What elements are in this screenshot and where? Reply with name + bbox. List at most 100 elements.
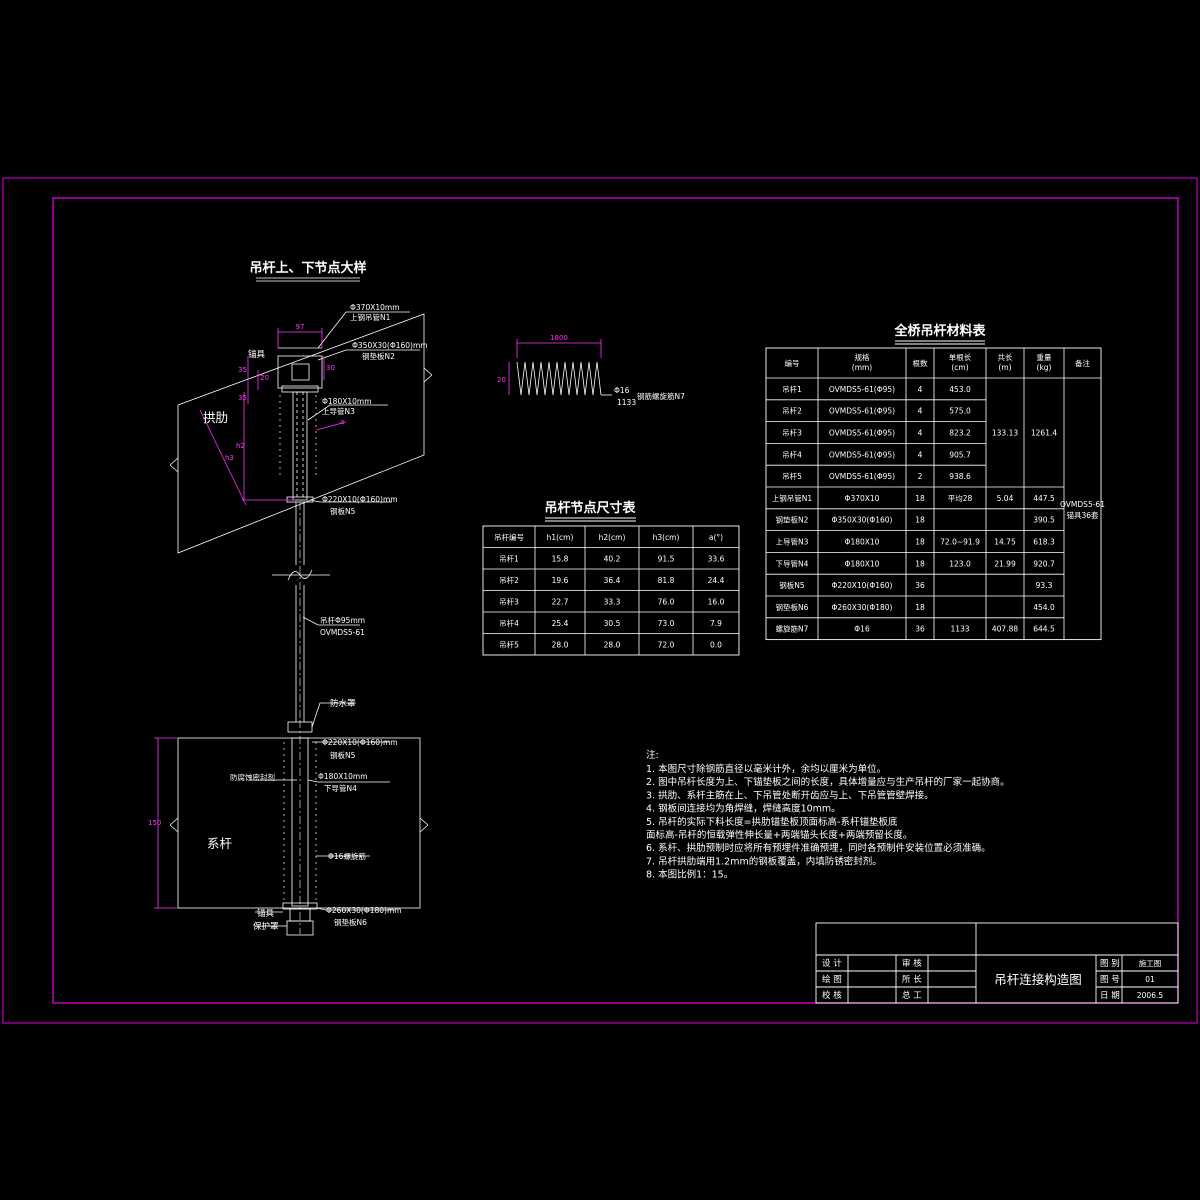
title-block-text: 设 计 审 核 绘 图 所 长 校 核 总 工 吊杆连接构造图 图 别 施工图 … (822, 958, 1163, 1001)
material-table-cell: 1133 (950, 625, 969, 634)
material-table-cell: 21.99 (994, 559, 1016, 568)
material-table-cell: Φ16 (854, 625, 870, 634)
material-table-cell: OVMDS5-61(Φ95) (829, 429, 895, 438)
node-table-cell: 76.0 (658, 597, 675, 606)
title-block (815, 922, 1179, 1004)
dim-20: 20 (260, 374, 269, 382)
label-anchor-bottom: 锚具 (257, 908, 275, 919)
node-table-header: h1(cm) (547, 533, 574, 542)
dim-h3: h3 (225, 454, 234, 462)
material-table-cell: 吊杆1 (782, 384, 802, 394)
dim-35a: 35 (238, 366, 247, 374)
tb-scale-value: 施工图 (1139, 958, 1162, 968)
spiral-dims (508, 339, 602, 395)
tb-scale-label: 图 别 (1100, 959, 1120, 969)
dim-h2: h2 (236, 442, 245, 450)
tb-date-label: 日 期 (1100, 991, 1120, 1001)
node-table-cell: 吊杆1 (499, 553, 519, 563)
label-plate-bottom-name: 钢垫板N6 (334, 917, 367, 927)
material-table-cell: 453.0 (949, 385, 971, 394)
material-table-header: 重量(kg) (1037, 353, 1053, 372)
node-table-cell: 30.5 (604, 619, 621, 628)
tb-draw: 绘 图 (822, 974, 842, 985)
material-table-cell: 905.7 (949, 450, 971, 459)
material-table-title: 全桥吊杆材料表 (893, 323, 986, 339)
material-table-header: 根数 (913, 358, 928, 368)
material-table-cell: 吊杆5 (782, 471, 802, 481)
material-table-cell: 4 (918, 385, 923, 394)
material-table-cell: 920.7 (1033, 559, 1055, 568)
label-plate-top-name: 钢垫板N2 (362, 351, 395, 361)
node-table-cell: 73.0 (658, 619, 675, 628)
material-table-cell: Φ260X30(Φ180) (832, 603, 893, 612)
material-table-cell: 93.3 (1036, 581, 1053, 590)
material-table-cell: 18 (915, 538, 925, 547)
label-arch-rib: 拱肋 (203, 410, 228, 425)
node-table-header: h2(cm) (599, 533, 626, 542)
node-table-cell: 81.8 (658, 576, 675, 585)
node-table-cell: 吊杆3 (499, 596, 519, 606)
label-lower-guide: Φ180X10mm (318, 772, 368, 781)
note-item: 1. 本图尺寸除钢筋直径以毫米计外，余均以厘米为单位。 (646, 763, 886, 775)
material-table-cell: 钢板N5 (779, 580, 805, 590)
material-table-cell: 644.5 (1033, 625, 1055, 634)
material-table-cell: 618.3 (1033, 538, 1055, 547)
label-anchor: 锚具 (248, 349, 266, 360)
spiral-len: 1800 (550, 334, 568, 342)
material-table-cell: 上导管N3 (776, 537, 809, 547)
outer-frame (2, 177, 1198, 1024)
protective-cap (286, 920, 314, 936)
material-table-header: 共长(m) (998, 352, 1013, 372)
node-table-cell: 7.9 (710, 619, 722, 628)
node-table-header: 吊杆编号 (494, 532, 524, 542)
material-table-cell: Φ220X10(Φ160) (832, 581, 893, 590)
material-table-cell: 454.0 (1033, 603, 1055, 612)
label-plate-bottom: Φ260X30(Φ180)mm (326, 906, 402, 915)
material-table-cell: 823.2 (949, 429, 971, 438)
node-table-cell: 28.0 (552, 640, 569, 649)
upper-guide-n3 (292, 391, 308, 501)
material-table-cell: OVMDS5-61(Φ95) (829, 407, 895, 416)
material-table-cell: 447.5 (1033, 494, 1055, 503)
dimensions (154, 328, 347, 909)
material-table-cell: Φ370X10 (845, 494, 880, 503)
node-table-cell: 72.0 (658, 640, 675, 649)
node-table-cell: 16.0 (708, 597, 725, 606)
tb-approve: 总 工 (902, 990, 922, 1001)
material-table-cell: OVMDS5-61(Φ95) (829, 450, 895, 459)
node-table-cell: 0.0 (710, 640, 722, 649)
note-item: 8. 本图比例1：15。 (646, 869, 733, 881)
material-table-cell: 钢垫板N6 (776, 602, 809, 612)
material-table-cell: 36 (915, 625, 925, 634)
material-table-cell: 2 (918, 472, 923, 481)
node-table-cell: 28.0 (604, 640, 621, 649)
tb-date-value: 2006.5 (1137, 991, 1163, 1000)
material-table-cell: 407.88 (992, 625, 1018, 634)
material-table-cell: 575.0 (949, 407, 971, 416)
material-table-cell: 18 (915, 516, 925, 525)
dim-97: 97 (296, 323, 305, 331)
node-table-cell: 33.6 (708, 554, 725, 563)
note-item: 5. 吊杆的实际下料长度=拱肋锚垫板顶面标高-系杆锚垫板底 (646, 816, 898, 828)
material-table-cell: 吊杆3 (782, 428, 802, 438)
label-hanger-model: OVMDS5-61 (320, 628, 365, 637)
inner-frame (52, 197, 1179, 1004)
material-table-cell: 36 (915, 581, 925, 590)
material-table-header: 单根长(cm) (949, 352, 972, 372)
spiral-detail (516, 361, 612, 396)
label-plate3: Φ220X10(Φ160)mm (322, 495, 398, 504)
node-table-cell: 40.2 (604, 554, 621, 563)
material-table-cell: OVMDS5-61(Φ95) (829, 472, 895, 481)
node-table-cell: 15.8 (552, 554, 569, 563)
node-table-cell: 吊杆4 (499, 618, 519, 628)
note-item: 3. 拱肋、系杆主筋在上、下吊管处断开齿应与上、下吊管管壁焊接。 (646, 789, 934, 801)
dim-30: 30 (326, 364, 335, 372)
label-hanger: 吊杆Φ95mm (320, 615, 365, 625)
material-table-cell: 18 (915, 559, 925, 568)
spiral-v: 1133 (617, 398, 636, 407)
material-table-header: 编号 (785, 358, 800, 368)
material-table-cell: OVMDS5-61(Φ95) (829, 385, 895, 394)
